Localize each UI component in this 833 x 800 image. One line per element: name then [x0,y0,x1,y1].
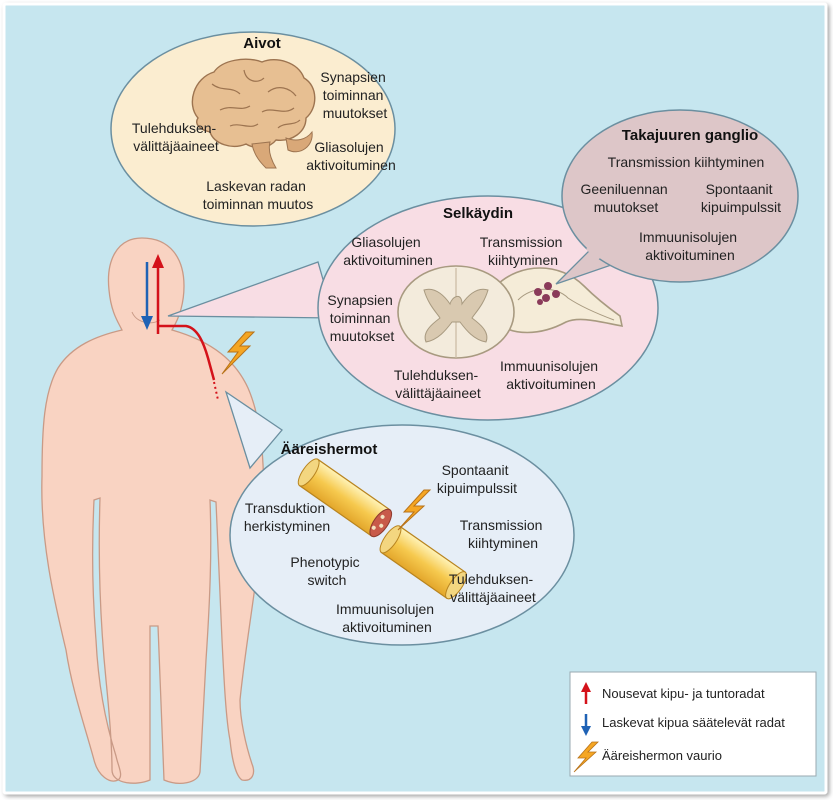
ganglion-label-gene: Geeniluennan muutokset [580,181,671,215]
pathway-arrows [141,254,219,401]
spine-label-glia: Gliasolujen aktivoituminen [343,234,433,268]
nerve-fiber-icon [297,458,467,600]
spine-label-transmission: Transmission kiihtyminen [480,234,567,268]
ganglion-title: Takajuuren ganglio [622,127,758,144]
nerve-label-spontaneous: Spontaanit kipuimpulssit [437,462,517,496]
brain-label-glia: Gliasolujen aktivoituminen [306,139,396,173]
legend-lightning-icon [573,741,599,773]
brain-label-inflammatory: Tulehduksen- välittäjäaineet [132,120,220,154]
spinal-cord-icon [397,265,624,359]
ganglion-tail-mask [586,230,618,262]
up-arrow-icon [152,254,164,268]
spine-label-inflammatory: Tulehduksen- välittäjäaineet [394,367,482,401]
nerve-lightning-icon [397,489,432,531]
ascending-nerve-line [158,324,216,381]
down-arrow-icon [141,316,153,330]
brain-label-synapses: Synapsien toiminnan muutokset [320,69,389,121]
spine-title: Selkäydin [443,205,513,222]
spine-label-synapses: Synapsien toiminnan muutokset [327,292,396,344]
legend: Nousevat kipu- ja tuntoradat Laskevat ki… [569,671,817,777]
ganglion-label-spontaneous: Spontaanit kipuimpulssit [701,181,781,215]
legend-up-arrow-icon [581,682,591,692]
brain-tail-mask [170,190,230,204]
nerve-title: Ääreishermot [281,441,378,458]
legend-descending: Laskevat kipua säätelevät radat [602,715,785,730]
nerve-labels: Spontaanit kipuimpulssit Transduktion he… [244,462,547,635]
brain-label-descending: Laskevan radan toiminnan muutos [203,178,314,212]
legend-down-arrow-icon [581,726,591,736]
nerve-label-immune: Immuunisolujen aktivoituminen [336,601,438,635]
nerve-label-transmission: Transmission kiihtyminen [460,517,547,551]
spine-labels: Gliasolujen aktivoituminen Transmission … [327,234,602,401]
nerve-label-phenotypic: Phenotypic switch [290,554,363,588]
legend-ascending: Nousevat kipu- ja tuntoradat [602,686,765,701]
legend-box [569,671,817,777]
brain-labels: Synapsien toiminnan muutokset Tulehdukse… [132,69,396,212]
ganglion-labels: Transmission kiihtyminen Geeniluennan mu… [580,154,781,263]
spine-label-immune: Immuunisolujen aktivoituminen [500,358,602,392]
brain-title: Aivot [243,35,281,52]
ascending-nerve-dashed [213,381,219,401]
ganglion-label-transmission: Transmission kiihtyminen [608,154,765,170]
ganglion-bubble [561,109,799,283]
nerve-label-transduction: Transduktion herkistyminen [244,500,330,534]
nerve-label-inflammatory: Tulehduksen- välittäjäaineet [449,571,537,605]
brain-icon [191,58,316,169]
nerve-callout-tail [224,390,283,470]
ganglion-label-immune: Immuunisolujen aktivoituminen [639,229,741,263]
legend-damage: Ääreishermon vaurio [602,748,722,763]
body-lightning-icon [221,331,256,375]
